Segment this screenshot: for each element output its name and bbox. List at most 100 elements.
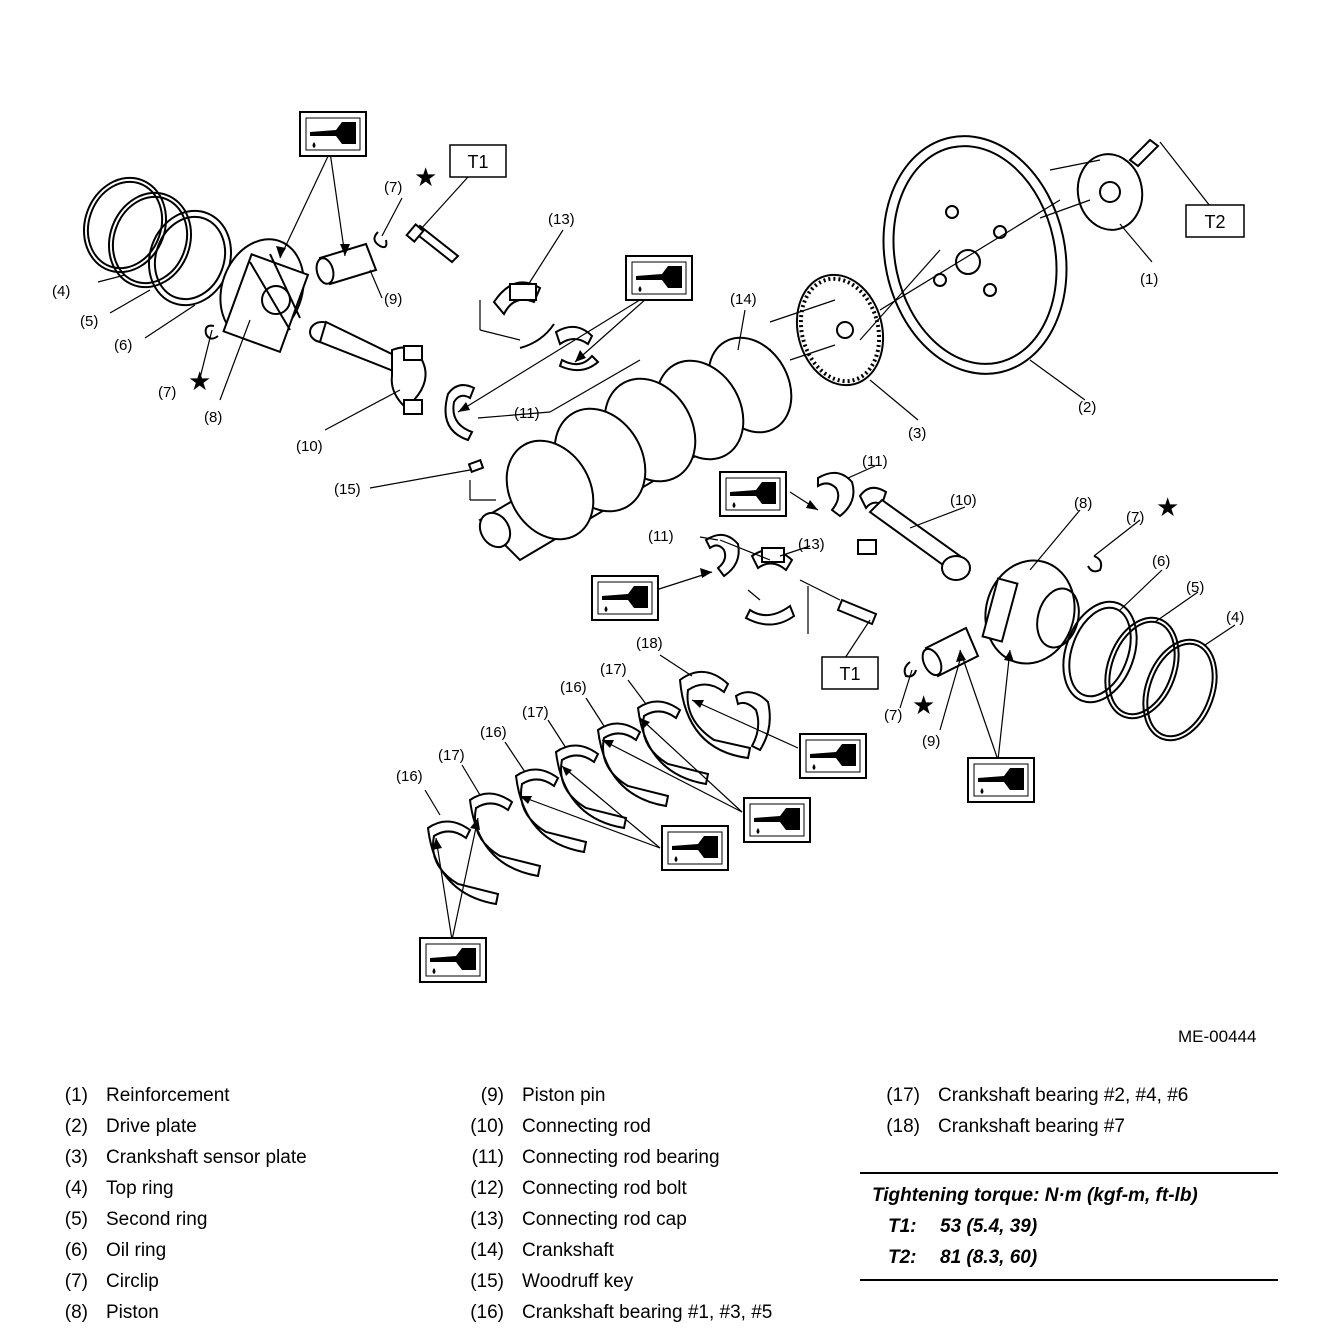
oil-apply-icon [967,757,1035,803]
piston-right [981,559,1080,665]
callout-7: (7) [158,384,176,401]
torque-box-t1-lower: T1 [821,656,879,690]
connecting-rod-cap-lower [744,547,796,626]
callout-17: (17) [600,661,627,678]
connecting-rod-bearing-upper-2 [558,354,600,372]
oil-apply-icon [419,937,487,983]
legend-name: Crankshaft sensor plate [106,1147,307,1168]
torque-table: Tightening torque: N·m (kgf-m, ft-lb) T1… [860,1172,1278,1281]
oil-arrows [276,151,1014,941]
legend-number: (18) [886,1116,920,1137]
legend-number: (4) [64,1178,88,1199]
second-ring-right [1104,616,1180,720]
legend-name: Crankshaft bearing #7 [938,1116,1125,1137]
drive-plate [882,135,1068,375]
legend-number: (15) [470,1271,504,1292]
legend-number: (11) [471,1147,504,1168]
legend-number: (3) [64,1147,88,1168]
legend-name: Second ring [106,1209,208,1230]
legend-name: Drive plate [106,1116,197,1137]
connecting-rod-bolt-lower [836,598,878,626]
legend-item: (12) Connecting rod bolt [460,1175,772,1206]
torque-key-t1: T1 [839,664,860,684]
torque-row: T1:53 (5.4, 39) [860,1211,1278,1242]
piston-left [219,238,310,354]
callout-8: (8) [1074,495,1092,512]
crankshaft-bearings [426,671,771,906]
star-icon: ★ [414,163,437,193]
legend-item: (1)Reinforcement [52,1082,307,1113]
legend-name: Circlip [106,1271,159,1292]
circlip-right-upper [1087,555,1103,573]
legend-item: (11) Connecting rod bearing [460,1144,772,1175]
reinforcement [1076,153,1144,231]
legend-number: (10) [470,1116,504,1137]
legend-number: (9) [480,1085,504,1106]
callout-17: (17) [522,704,549,721]
callout-6: (6) [1152,553,1170,570]
legend-name: Piston [106,1302,159,1323]
torque-value: 81 (8.3, 60) [940,1247,1038,1268]
callout-16: (16) [396,768,423,785]
legend-number: (12) [470,1178,504,1199]
torque-key-t1: T1 [467,152,488,172]
callout-2: (2) [1078,399,1096,416]
callout-9: (9) [922,733,940,750]
torque-key: T2: [888,1247,917,1268]
legend-name: Connecting rod [522,1116,651,1137]
legend-number: (7) [64,1271,88,1292]
legend-item: (9) Piston pin [460,1082,772,1113]
callout-16: (16) [560,679,587,696]
torque-value: 53 (5.4, 39) [940,1216,1038,1237]
callout-16: (16) [480,724,507,741]
torque-box-t1-upper: T1 [449,144,507,178]
star-icon: ★ [912,691,935,721]
star-icon: ★ [188,367,211,397]
woodruff-key [467,458,485,474]
callout-5: (5) [80,313,98,330]
callout-15: (15) [334,481,361,498]
oil-apply-icon [661,825,729,871]
legend-name: Connecting rod bolt [522,1178,687,1199]
exploded-parts-diagram: T1 T2 T1 (1) (2) (3) (4) (5) (6) (7) (7)… [52,111,1245,983]
callout-11: (11) [648,528,674,545]
crankshaft-sensor-plate [795,273,885,387]
legend-number: (6) [64,1240,88,1261]
connecting-rod-bearing-lower [704,533,740,578]
callout-7: (7) [384,179,402,196]
connecting-rod-left [309,320,427,415]
legend-name: Connecting rod bearing [522,1147,720,1168]
legend-name: Connecting rod cap [522,1209,687,1230]
callout-labels: (1) (2) (3) (4) (5) (6) (7) (7) (8) (9) … [52,179,1244,785]
connecting-rod-bearing-right [817,471,855,518]
callout-4: (4) [1226,609,1244,626]
star-icons: ★ ★ ★ ★ [188,163,1179,721]
oil-ring-right [1062,600,1138,704]
legend-number: (17) [886,1085,920,1106]
leader-lines [97,141,1236,816]
legend-item: (3) Crankshaft sensor plate [52,1144,307,1175]
second-ring-left [107,191,193,289]
callout-10: (10) [296,438,323,455]
oil-apply-icon [299,111,367,157]
callout-17: (17) [438,747,465,764]
legend-item: (13) Connecting rod cap [460,1206,772,1237]
legend-name: Crankshaft bearing #1, #3, #5 [522,1302,773,1323]
oil-apply-icon [719,471,787,517]
callout-13: (13) [798,536,825,553]
legend-name: Crankshaft bearing #2, #4, #6 [938,1085,1189,1106]
circlip-left-lower [204,324,219,340]
callout-13: (13) [548,211,575,228]
legend-number: (8) [64,1302,88,1323]
circlip-left-upper [373,231,388,249]
legend-column-2: (9) Piston pin (10) Connecting rod (11) Con… [460,1082,772,1330]
callout-8: (8) [204,409,222,426]
legend-name: Crankshaft [522,1240,614,1261]
callout-11: (11) [862,453,888,470]
legend-name: Piston pin [522,1085,606,1106]
legend-number: (13) [470,1209,504,1230]
piston-pin-right [921,626,980,678]
oil-apply-icon [625,255,693,301]
figure-code: ME-00444 [1178,1027,1257,1046]
legend-number: (14) [470,1240,504,1261]
